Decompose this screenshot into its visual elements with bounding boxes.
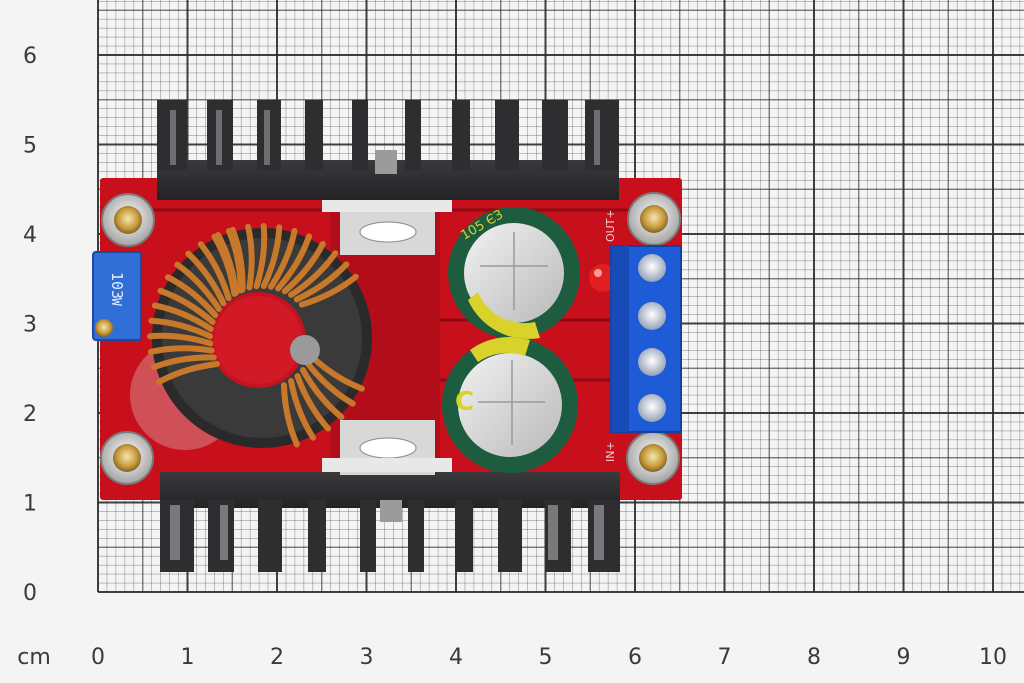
x-tick-label: 4	[449, 645, 463, 670]
toroid-inductor	[147, 223, 372, 448]
heatsink-screw-top	[375, 150, 397, 174]
y-tick-label: 0	[23, 581, 37, 606]
pot-marking: 103	[108, 272, 126, 299]
washer-bottom	[359, 437, 417, 459]
inductor-via	[290, 335, 320, 365]
x-tick-label: 5	[539, 645, 553, 670]
x-tick-label: 9	[897, 645, 911, 670]
x-tick-label: 10	[979, 645, 1007, 670]
y-tick-label: 1	[23, 492, 37, 517]
label-out: OUT+	[604, 209, 617, 242]
label-in: IN+	[604, 441, 617, 462]
y-tick-label: 3	[23, 313, 37, 338]
x-tick-label: 6	[628, 645, 642, 670]
mount-screws	[100, 192, 681, 485]
capacitor-bottom: C	[442, 336, 578, 473]
x-tick-label: 7	[718, 645, 732, 670]
trim-potentiometer: 103 W	[92, 251, 142, 341]
pot-marking-2: W	[108, 298, 123, 306]
heatsink-top	[157, 100, 619, 200]
unit-label: cm	[17, 645, 51, 670]
x-tick-label: 3	[360, 645, 374, 670]
boost-converter-module: 103 W 105 Є3 C	[92, 100, 682, 572]
insulator-strip	[322, 458, 452, 472]
y-tick-label: 6	[23, 44, 37, 69]
x-tick-label: 0	[91, 645, 105, 670]
ruler-labels: 0 1 2 3 4 5 6 7 8 9 10 0 1 2 3 4 5 6 cm	[17, 44, 1007, 670]
heatsink-bottom	[160, 472, 620, 572]
x-tick-label: 2	[270, 645, 284, 670]
y-tick-label: 5	[23, 134, 37, 159]
washer-top	[359, 221, 417, 243]
copper-winding	[147, 223, 365, 448]
heatsink-screw-bottom	[380, 500, 402, 522]
x-tick-label: 1	[181, 645, 195, 670]
cap-marking-bottom: C	[455, 387, 474, 417]
screw-terminal-block	[610, 245, 682, 433]
x-tick-label: 8	[807, 645, 821, 670]
y-tick-label: 2	[23, 402, 37, 427]
y-tick-label: 4	[23, 223, 37, 248]
insulator-strip-top	[322, 200, 452, 212]
capacitor-top: 105 Є3	[448, 207, 580, 340]
